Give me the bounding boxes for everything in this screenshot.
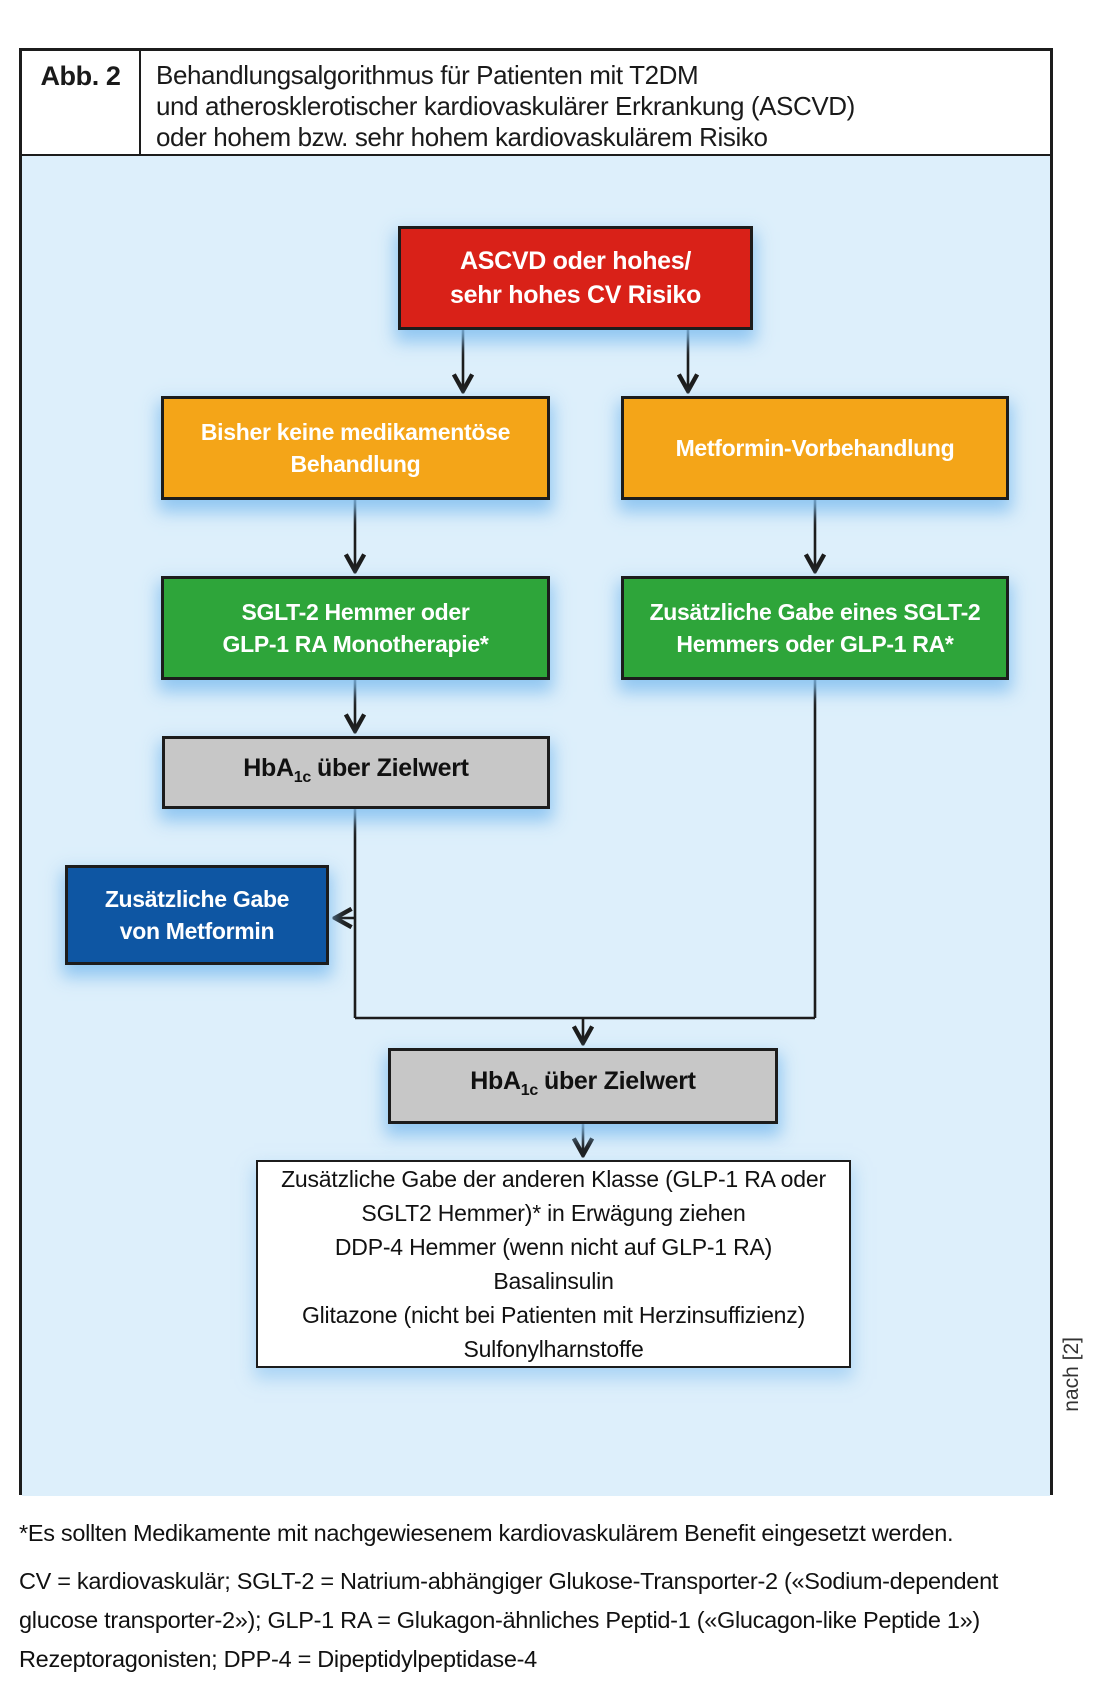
hba1c-prefix: HbA bbox=[470, 1067, 521, 1095]
node-no-medication-line-2: Behandlung bbox=[290, 451, 421, 477]
node-add-metformin: Zusätzliche Gabe von Metformin bbox=[65, 865, 329, 965]
figure-box: Abb. 2 Behandlungsalgorithmus für Patien… bbox=[19, 48, 1053, 1496]
node-ascvd-risk-line-1: ASCVD oder hohes/ bbox=[459, 247, 692, 275]
flowchart-area: ASCVD oder hohes/ sehr hohes CV Risiko B… bbox=[22, 156, 1050, 1496]
option-item-2: DDP-4 Hemmer (wenn nicht auf GLP-1 RA) bbox=[334, 1234, 773, 1260]
footnotes: *Es sollten Medikamente mit nachgewiesen… bbox=[19, 1514, 1074, 1688]
node-addon-therapy: Zusätzliche Gabe eines SGLT-2 Hemmers od… bbox=[621, 576, 1009, 680]
node-monotherapy-line-2: GLP-1 RA Monotherapie* bbox=[222, 631, 489, 657]
figure-title-line-1: Behandlungsalgorithmus für Patienten mit… bbox=[156, 60, 699, 90]
node-monotherapy-line-1: SGLT-2 Hemmer oder bbox=[241, 599, 470, 625]
hba1c-suffix: über Zielwert bbox=[543, 1067, 696, 1095]
figure-title: Behandlungsalgorithmus für Patienten mit… bbox=[141, 51, 855, 154]
hba1c-suffix: über Zielwert bbox=[316, 753, 469, 782]
node-addon-therapy-line-2: Hemmers oder GLP-1 RA* bbox=[676, 631, 954, 657]
node-no-medication-line-1: Bisher keine medikamentöse bbox=[200, 419, 511, 445]
flow-connectors bbox=[22, 330, 1056, 1496]
option-item-5: Sulfonylharnstoffe bbox=[463, 1336, 644, 1362]
source-note: nach [2] bbox=[1060, 1337, 1083, 1412]
node-ascvd-risk-line-2: sehr hohes CV Risiko bbox=[449, 281, 702, 309]
figure-title-line-3: oder hohem bzw. sehr hohem kardiovaskulä… bbox=[156, 122, 768, 152]
option-item-4: Glitazone (nicht bei Patienten mit Herzi… bbox=[301, 1302, 806, 1328]
node-escalation-options: Zusätzliche Gabe der anderen Klasse (GLP… bbox=[256, 1160, 851, 1368]
node-addon-therapy-line-1: Zusätzliche Gabe eines SGLT-2 bbox=[649, 599, 981, 625]
node-monotherapy: SGLT-2 Hemmer oder GLP-1 RA Monotherapie… bbox=[161, 576, 550, 680]
footnote-asterisk: *Es sollten Medikamente mit nachgewiesen… bbox=[19, 1520, 954, 1546]
figure-title-line-2: und atherosklerotischer kardiovaskulärer… bbox=[156, 91, 855, 121]
hba1c-prefix: HbA bbox=[243, 753, 294, 782]
footnote-abbreviations: CV = kardiovaskulär; SGLT-2 = Natrium-ab… bbox=[19, 1568, 999, 1672]
node-add-metformin-line-1: Zusätzliche Gabe bbox=[104, 886, 290, 912]
hba1c-subscript: 1c bbox=[293, 768, 312, 786]
hba1c-subscript: 1c bbox=[520, 1082, 539, 1099]
node-add-metformin-line-2: von Metformin bbox=[119, 918, 275, 944]
title-divider bbox=[139, 51, 141, 154]
node-no-medication: Bisher keine medikamentöse Behandlung bbox=[161, 396, 550, 500]
option-item-1: Zusätzliche Gabe der anderen Klasse (GLP… bbox=[281, 1166, 826, 1226]
option-item-3: Basalinsulin bbox=[493, 1268, 614, 1294]
node-ascvd-risk: ASCVD oder hohes/ sehr hohes CV Risiko bbox=[398, 226, 753, 330]
node-metformin-pretreatment: Metformin-Vorbehandlung bbox=[621, 396, 1009, 500]
node-metformin-pretreatment-line-1: Metformin-Vorbehandlung bbox=[675, 435, 955, 461]
figure-title-bar: Abb. 2 Behandlungsalgorithmus für Patien… bbox=[22, 51, 1050, 156]
figure-label: Abb. 2 bbox=[40, 61, 121, 91]
